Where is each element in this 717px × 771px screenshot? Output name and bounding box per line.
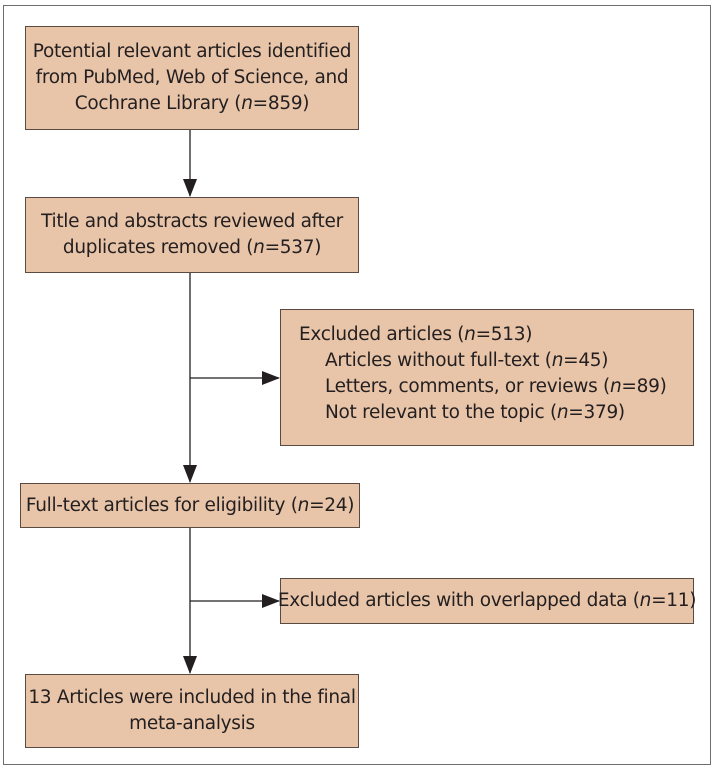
excluded-overlapped-box: Excluded articles with overlapped data (…	[277, 578, 697, 624]
arrowhead-5	[262, 594, 280, 608]
eligibility-text: Full-text articles for eligibility (n=24…	[25, 494, 355, 516]
excluded-articles-box: Excluded articles (n=513) Articles witho…	[280, 309, 694, 446]
identified-box: Potential relevant articles identified f…	[25, 26, 359, 130]
screened-line2: duplicates removed (n=537)	[62, 237, 322, 258]
excluded-overlapped-text: Excluded articles with overlapped data (…	[277, 590, 697, 611]
identified-line1: Potential relevant articles identified	[32, 41, 352, 62]
identified-line3: Cochrane Library (n=859)	[74, 93, 310, 114]
eligibility-box: Full-text articles for eligibility (n=24…	[20, 483, 360, 528]
excluded-item-letters: Letters, comments, or reviews (n=89)	[325, 376, 667, 397]
identified-line2: from PubMed, Web of Science, and	[35, 67, 349, 88]
arrowhead-3	[262, 371, 280, 385]
arrowhead-2	[183, 465, 197, 483]
excluded-item-not-relevant: Not relevant to the topic (n=379)	[325, 402, 625, 423]
screened-box: Title and abstracts reviewed after dupli…	[25, 197, 359, 273]
screened-line1: Title and abstracts reviewed after	[41, 211, 343, 232]
included-line2: meta-analysis	[129, 713, 255, 734]
arrowhead-4	[183, 656, 197, 674]
excluded-header: Excluded articles (n=513)	[299, 324, 533, 345]
arrowhead-1	[183, 179, 197, 197]
included-line1: 13 Articles were included in the final	[28, 687, 356, 708]
figure-frame	[3, 5, 711, 765]
excluded-item-no-fulltext: Articles without full-text (n=45)	[325, 350, 609, 371]
included-box: 13 Articles were included in the final m…	[25, 674, 359, 748]
